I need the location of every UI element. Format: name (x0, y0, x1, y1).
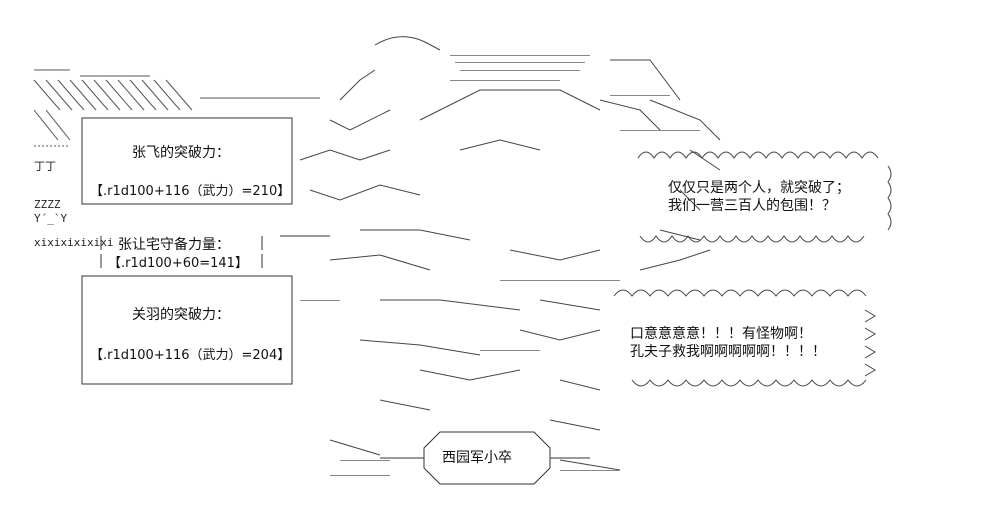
deco-text-line1: ZZZZ (34, 198, 61, 211)
guan-yu-box (81, 275, 293, 385)
deco-text-line2: Y´_`Y (34, 212, 68, 225)
speech-top-line1: 仅仅只是两个人，就突破了； (668, 180, 850, 196)
zhang-fei-box (81, 117, 293, 205)
zhang-rang-formula: 【.r1d100+60=141】 (108, 256, 248, 271)
central-figure-strokes (299, 36, 721, 471)
zhang-fei-title: 张飞的突破力： (132, 145, 230, 161)
guan-yu-title: 关羽的突破力： (132, 307, 230, 323)
speech-mid-line1: 口意意意意！！！有怪物啊！ (630, 326, 812, 342)
zhang-fei-formula: 【.r1d100+116（武力）=210】 (90, 184, 291, 199)
zhang-rang-title: 张让宅守备力量： (118, 237, 230, 253)
zhang-rang-row (100, 235, 330, 268)
soldier-label: 西园军小卒 (442, 450, 512, 466)
deco-text-line3: xixixixixixi (34, 236, 114, 249)
deco-text-line4: 丁丁 (34, 160, 56, 173)
guan-yu-formula: 【.r1d100+116（武力）=204】 (90, 348, 291, 363)
speech-bubble-mid-border (613, 289, 876, 387)
speech-bubble-top-border (637, 151, 892, 243)
soldier-label-frame (380, 431, 590, 485)
speech-mid-line2: 孔夫子救我啊啊啊啊啊！！！！ (630, 344, 826, 360)
top-left-hatching (33, 69, 320, 147)
dotted-texture (300, 55, 700, 476)
speech-top-line2: 我们一营三百人的包围！？ (668, 198, 836, 214)
